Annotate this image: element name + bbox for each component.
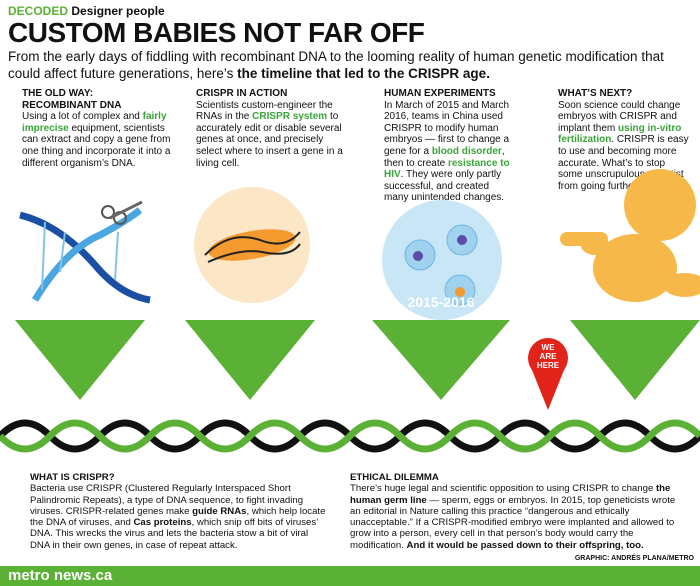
- ethics-body: There’s huge legal and scientific opposi…: [350, 483, 676, 551]
- baby-silhouette-icon: [560, 169, 700, 302]
- graphic-credit: GRAPHIC: ANDRÉS PLANA/METRO: [574, 555, 694, 562]
- intro-paragraph: From the early days of fiddling with rec…: [8, 48, 694, 82]
- timeline-illustration: [0, 169, 700, 453]
- ethics-title: ETHICAL DILEMMA: [350, 472, 439, 483]
- crispr-title: WHAT IS CRISPR?: [30, 472, 115, 483]
- section-tag: DECODED: [8, 4, 69, 18]
- intro-bold: the timeline that led to the CRISPR age.: [237, 66, 490, 81]
- column-body: Scientists custom-engineer the RNAs in t…: [196, 99, 343, 169]
- metro-logo: metro news.ca: [8, 567, 113, 584]
- we-are-here-label: WE ARE HERE: [536, 343, 560, 370]
- column-title: THE OLD WAY:: [22, 88, 94, 99]
- column-title: WHAT’S NEXT?: [558, 88, 633, 99]
- era-label-2015-2016: 2015-2016: [407, 294, 475, 310]
- column-body: In March of 2015 and March 2016, teams i…: [384, 99, 510, 204]
- we-are-here-marker: [528, 338, 568, 410]
- footer-bar: [0, 566, 700, 586]
- era-marker-1970s: [15, 320, 145, 400]
- column-crispr-in-action: CRISPR IN ACTION Scientists custom-engin…: [196, 88, 344, 169]
- column-body: Using a lot of complex and fairly imprec…: [22, 111, 171, 169]
- bacterium-icon: [194, 187, 310, 303]
- crispr-body: Bacteria use CRISPR (Clustered Regularly…: [30, 483, 326, 551]
- column-title: CRISPR IN ACTION: [196, 88, 288, 99]
- intro-text: From the early days of fiddling with rec…: [8, 49, 664, 81]
- section-kicker: DECODED Designer people: [8, 4, 165, 18]
- era-marker-future: [570, 320, 700, 400]
- section-name: Designer people: [71, 4, 165, 18]
- era-label-future: ?: [630, 300, 640, 316]
- column-title: RECOMBINANT DNA: [22, 99, 122, 111]
- crispr-explainer: WHAT IS CRISPR? Bacteria use CRISPR (Clu…: [30, 472, 330, 551]
- column-recombinant-dna: THE OLD WAY: RECOMBINANT DNA Using a lot…: [22, 88, 172, 169]
- dna-helix-icon: [19, 200, 151, 304]
- ethical-dilemma: ETHICAL DILEMMA There’s huge legal and s…: [350, 472, 685, 551]
- era-marker-2015-2016: [372, 320, 510, 400]
- embryo-cells-icon: [382, 200, 502, 320]
- era-label-2010s: 2010S: [229, 300, 271, 316]
- era-label-1970s: 1970S: [59, 300, 101, 316]
- column-body: Soon science could change embryos with C…: [558, 99, 689, 192]
- column-whats-next: WHAT’S NEXT? Soon science could change e…: [558, 88, 692, 192]
- era-marker-2010s: [185, 320, 315, 400]
- dna-strand-divider: [0, 419, 700, 453]
- column-human-experiments: HUMAN EXPERIMENTS In March of 2015 and M…: [384, 88, 516, 204]
- column-title: HUMAN EXPERIMENTS: [384, 88, 496, 99]
- page-title: CUSTOM BABIES NOT FAR OFF: [8, 17, 425, 48]
